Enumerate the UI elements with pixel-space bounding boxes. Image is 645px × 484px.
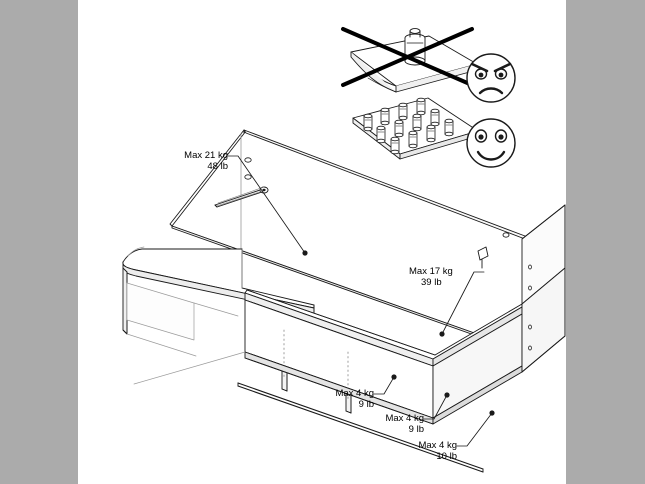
cubby-right-weight-line1: Max 4 kg — [418, 440, 457, 451]
letterbox-bar-left — [0, 0, 78, 484]
cross-out-icon — [341, 27, 474, 87]
assembly-diagram-illustration — [122, 27, 566, 473]
cubby-left-weight-line1: Max 4 kg — [335, 388, 374, 399]
support-rail — [214, 186, 269, 208]
concentrated-load-pictogram — [341, 27, 478, 93]
small-weights-group — [363, 97, 454, 155]
letterbox-bar-right — [566, 0, 645, 484]
desk-left-side-panel — [122, 267, 239, 357]
base-platform — [133, 351, 523, 473]
cubby-right-weight-line2: 10 lb — [436, 450, 457, 462]
main-shelf-weight-line2: 39 lb — [421, 276, 442, 288]
cubby-middle-weight-line2: 9 lb — [408, 423, 424, 435]
angry-face-icon — [466, 53, 516, 103]
main-shelf-weight-line1: Max 17 kg — [409, 266, 453, 277]
headboard-back-panel — [169, 129, 526, 354]
happy-face-icon — [466, 118, 516, 168]
distributed-load-pictogram — [352, 97, 479, 160]
right-end-panel — [477, 204, 566, 373]
callout-leader-lines — [227, 155, 495, 447]
cubby-middle-weight-line1: Max 4 kg — [385, 413, 424, 424]
panel-mounting-holes — [244, 157, 252, 180]
desk-top-weight-line1: Max 21 kg — [184, 150, 228, 161]
cubby-left-weight-line2: 9 lb — [358, 398, 374, 410]
desk-top-weight-line2: 48 lb — [207, 160, 228, 172]
